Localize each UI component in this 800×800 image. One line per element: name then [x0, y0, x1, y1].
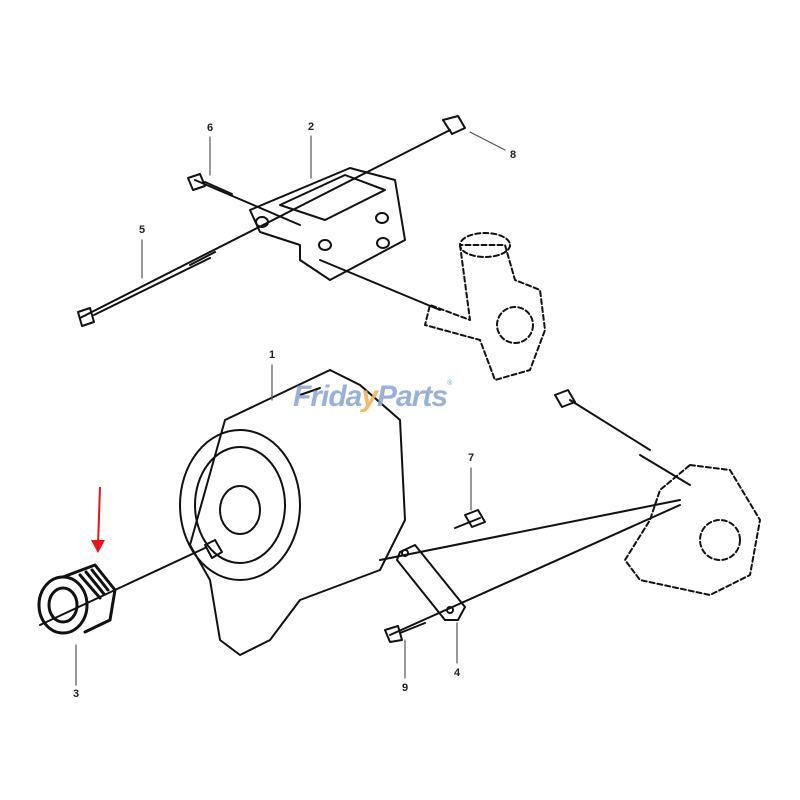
bolt-6-shape [187, 173, 233, 195]
callout-5: 5 [138, 224, 146, 236]
highlight-arrow-icon [91, 486, 105, 553]
watermark-logo: FridayParts® [293, 380, 452, 413]
callout-6: 6 [206, 122, 214, 134]
bolt-7-shape [454, 509, 486, 529]
callout-8: 8 [509, 149, 517, 161]
bolt5-axis-line [79, 129, 451, 319]
callout-3: 3 [72, 688, 80, 700]
adjusting-link-shape [396, 544, 466, 621]
pulley-shape [37, 563, 117, 635]
nut-8-shape [442, 115, 466, 135]
bolt-9-shape [384, 622, 426, 643]
water-pump-housing [424, 232, 546, 381]
callout-7: 7 [467, 452, 475, 464]
callout-9: 9 [401, 682, 409, 694]
bolt-5-shape [77, 251, 216, 327]
callout-2: 2 [307, 121, 315, 133]
upper-right-bolt-shape [554, 389, 651, 451]
callout-1: 1 [268, 349, 276, 361]
mounting-bracket-shape [249, 167, 406, 281]
right-housing-dashed [624, 464, 761, 596]
pulley-axis-line [39, 547, 206, 626]
alternator-shape [179, 369, 406, 656]
callout-4: 4 [453, 667, 461, 679]
